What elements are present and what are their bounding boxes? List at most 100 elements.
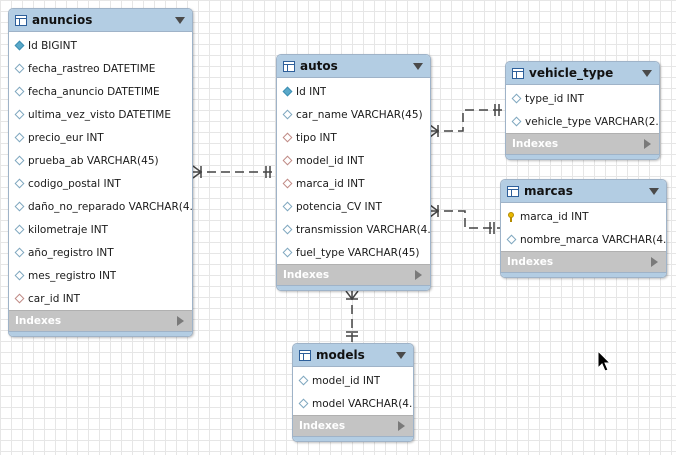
column-label: car_id INT: [28, 292, 81, 305]
column-row[interactable]: potencia_CV INT: [277, 195, 430, 218]
column-label: marca_id INT: [296, 177, 365, 190]
column-row[interactable]: car_name VARCHAR(45): [277, 103, 430, 126]
arrow-pointer-icon: [597, 350, 612, 372]
column-row[interactable]: kilometraje INT: [9, 218, 192, 241]
indexes-label: Indexes: [512, 138, 559, 150]
column-row[interactable]: Id BIGINT: [9, 34, 192, 57]
primary-key-icon: [507, 211, 515, 222]
table-header[interactable]: anuncios: [9, 9, 192, 32]
indexes-label: Indexes: [299, 420, 346, 432]
column-row[interactable]: fuel_type VARCHAR(45): [277, 241, 430, 264]
column-row[interactable]: marca_id INT: [277, 172, 430, 195]
column-row[interactable]: type_id INT: [506, 87, 659, 110]
column-row[interactable]: daño_no_reparado VARCHAR(4...: [9, 195, 192, 218]
column-row[interactable]: prueba_ab VARCHAR(45): [9, 149, 192, 172]
column-row[interactable]: car_id INT: [9, 287, 192, 310]
column-row[interactable]: mes_registro INT: [9, 264, 192, 287]
column-label: prueba_ab VARCHAR(45): [28, 154, 159, 167]
collapse-arrow-icon[interactable]: [649, 187, 659, 195]
column-row[interactable]: transmission VARCHAR(4...: [277, 218, 430, 241]
indexes-section[interactable]: Indexes: [506, 133, 659, 154]
column-diamond-icon: [511, 93, 521, 104]
table-models[interactable]: models model_id INT model VARCHAR(4... I…: [292, 343, 414, 442]
column-row[interactable]: vehicle_type VARCHAR(2...: [506, 110, 659, 133]
connector-anuncios-autos[interactable]: [192, 165, 276, 179]
column-label: potencia_CV INT: [296, 200, 382, 213]
column-diamond-icon: [14, 155, 24, 166]
column-row[interactable]: fecha_anuncio DATETIME: [9, 80, 192, 103]
column-row[interactable]: Id INT: [277, 80, 430, 103]
column-row[interactable]: codigo_postal INT: [9, 172, 192, 195]
table-footer: [501, 272, 666, 277]
table-header[interactable]: marcas: [501, 180, 666, 203]
indexes-label: Indexes: [15, 315, 62, 327]
table-name: autos: [300, 59, 338, 73]
collapse-arrow-icon[interactable]: [413, 62, 423, 70]
table-marcas[interactable]: marcas marca_id INT nombre_marca VARCHAR…: [500, 179, 667, 278]
table-footer: [9, 331, 192, 336]
table-vehicle-type[interactable]: vehicle_type type_id INT vehicle_type VA…: [505, 61, 660, 160]
indexes-section[interactable]: Indexes: [9, 310, 192, 331]
indexes-section[interactable]: Indexes: [293, 415, 413, 436]
column-label: nombre_marca VARCHAR(4...: [520, 233, 666, 246]
column-label: fecha_rastreo DATETIME: [28, 62, 156, 75]
column-diamond-icon: [14, 270, 24, 281]
indexes-label: Indexes: [283, 269, 330, 281]
indexes-section[interactable]: Indexes: [277, 264, 430, 285]
collapse-arrow-icon[interactable]: [175, 16, 185, 24]
column-diamond-icon: [14, 109, 24, 120]
table-header[interactable]: models: [293, 344, 413, 367]
column-diamond-icon: [14, 86, 24, 97]
column-label: fuel_type VARCHAR(45): [296, 246, 420, 259]
indexes-section[interactable]: Indexes: [501, 251, 666, 272]
column-label: type_id INT: [525, 92, 584, 105]
foreign-key-diamond-icon: [14, 293, 24, 304]
column-row[interactable]: ultima_vez_visto DATETIME: [9, 103, 192, 126]
column-row[interactable]: model_id INT: [277, 149, 430, 172]
column-label: kilometraje INT: [28, 223, 108, 236]
column-row[interactable]: model_id INT: [293, 369, 413, 392]
column-label: transmission VARCHAR(4...: [296, 223, 430, 236]
expand-arrow-icon[interactable]: [177, 316, 184, 326]
column-diamond-icon: [14, 224, 24, 235]
column-row[interactable]: tipo INT: [277, 126, 430, 149]
expand-arrow-icon[interactable]: [651, 257, 658, 267]
table-icon: [283, 60, 295, 72]
connector-autos-models[interactable]: [345, 290, 359, 342]
table-name: vehicle_type: [529, 66, 614, 80]
table-footer: [293, 436, 413, 441]
connector-autos-marcas[interactable]: [429, 204, 500, 234]
column-diamond-icon: [506, 234, 516, 245]
connector-autos-vehicle-type[interactable]: [429, 104, 505, 138]
column-row[interactable]: nombre_marca VARCHAR(4...: [501, 228, 666, 251]
column-row[interactable]: precio_eur INT: [9, 126, 192, 149]
column-label: precio_eur INT: [28, 131, 104, 144]
column-label: codigo_postal INT: [28, 177, 121, 190]
collapse-arrow-icon[interactable]: [396, 351, 406, 359]
column-diamond-icon: [298, 375, 308, 386]
column-row[interactable]: fecha_rastreo DATETIME: [9, 57, 192, 80]
column-label: model_id INT: [312, 374, 381, 387]
expand-arrow-icon[interactable]: [398, 421, 405, 431]
table-icon: [15, 14, 27, 26]
column-diamond-icon: [282, 201, 292, 212]
table-header[interactable]: vehicle_type: [506, 62, 659, 85]
collapse-arrow-icon[interactable]: [642, 69, 652, 77]
expand-arrow-icon[interactable]: [644, 139, 651, 149]
column-diamond-icon: [14, 132, 24, 143]
table-anuncios[interactable]: anuncios Id BIGINT fecha_rastreo DATETIM…: [8, 8, 193, 337]
table-header[interactable]: autos: [277, 55, 430, 78]
column-row[interactable]: año_registro INT: [9, 241, 192, 264]
column-label: tipo INT: [296, 131, 337, 144]
column-row[interactable]: model VARCHAR(4...: [293, 392, 413, 415]
column-row[interactable]: marca_id INT: [501, 205, 666, 228]
table-autos[interactable]: autos Id INT car_name VARCHAR(45) tipo I…: [276, 54, 431, 291]
primary-key-diamond-icon: [282, 86, 292, 97]
column-diamond-icon: [511, 116, 521, 127]
table-footer: [506, 154, 659, 159]
column-diamond-icon: [282, 247, 292, 258]
column-label: model VARCHAR(4...: [312, 397, 413, 410]
expand-arrow-icon[interactable]: [415, 270, 422, 280]
column-label: Id BIGINT: [28, 39, 77, 52]
column-label: ultima_vez_visto DATETIME: [28, 108, 171, 121]
